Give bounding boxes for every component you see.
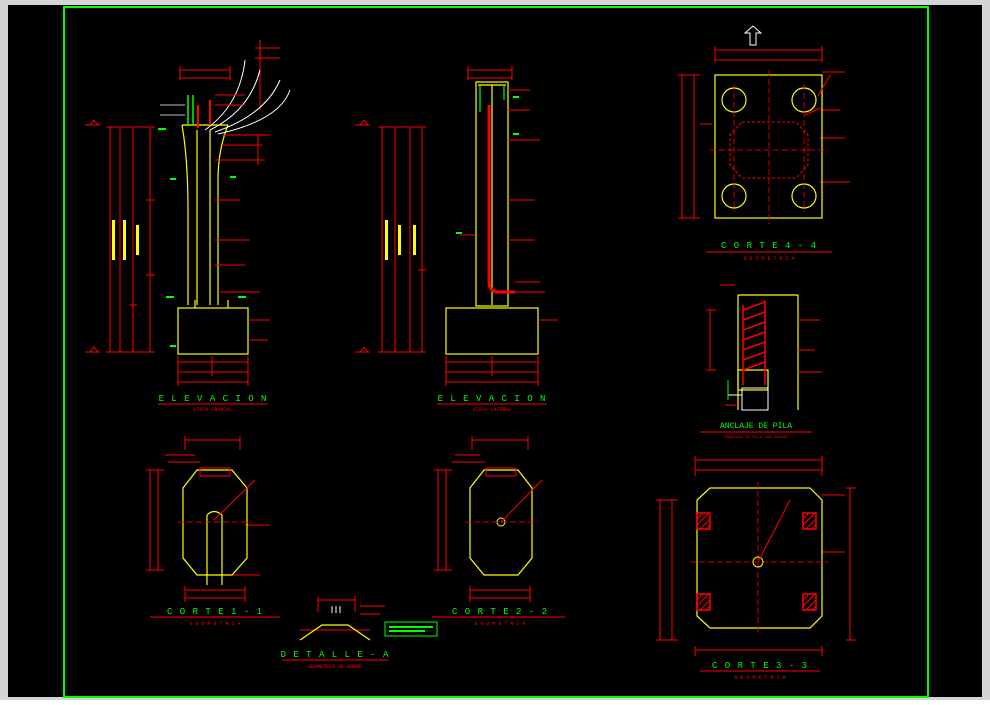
leader-lines: [160, 104, 185, 116]
vertical-dimensions: [378, 126, 426, 353]
callout-leader: [757, 499, 791, 563]
view-subtitle: G E O M E T R I A: [189, 621, 240, 627]
column-section: [469, 469, 533, 576]
footing: [177, 300, 249, 355]
level-symbols: [456, 96, 519, 234]
footing-dimensions: [177, 319, 270, 386]
rebar-marks: [331, 606, 341, 613]
level-symbols: [158, 128, 246, 347]
callout-leaders: [804, 74, 831, 116]
spiral-rebar: [742, 300, 766, 385]
view-subtitle: G E O M E T R I A: [734, 675, 785, 681]
rebar-top-green: [187, 95, 194, 125]
pier-column: [181, 124, 229, 305]
pier-column: [475, 81, 509, 307]
section-2-2-view: C O R T E 2 - 2 G E O M E T R I A: [432, 436, 565, 627]
north-arrow-icon: [743, 25, 763, 46]
pile-body: [737, 294, 799, 410]
view-title: C O R T E 1 - 1: [167, 607, 263, 617]
callouts-right: [460, 89, 545, 293]
hatch: [696, 512, 817, 611]
rebar-top-red: [197, 100, 211, 128]
corner-blocks: [696, 512, 817, 611]
view-subtitle: VISTA LATERAL: [472, 407, 511, 413]
view-title: ANCLAJE DE PILA: [720, 422, 792, 431]
rebar-top-green: [479, 85, 505, 112]
note-text: [389, 626, 433, 628]
column-section: [182, 469, 248, 576]
center-lines: [690, 482, 828, 634]
view-subtitle: G E O M E T R I A: [743, 256, 794, 262]
top-dimensions: [467, 66, 513, 80]
dimensions: [678, 46, 850, 219]
dimensions: [300, 596, 385, 631]
elevation-front-view: E L E V A C I O N VISTA FRONTAL: [85, 40, 291, 413]
dimensions: [706, 284, 822, 406]
level-markers-left: [85, 119, 100, 353]
view-title: D E T A L L E - A: [281, 650, 390, 660]
callout-leader: [213, 479, 256, 521]
top-dimensions: [179, 40, 280, 110]
center-mark: [752, 556, 764, 568]
column-outline: [729, 121, 809, 179]
view-subtitle: CONEXION DE PILA CON ZAPATA: [724, 436, 789, 440]
view-title: C O R T E 3 - 3: [712, 661, 808, 671]
pile-anchorage-view: ANCLAJE DE PILA CONEXION DE PILA CON ZAP…: [700, 284, 822, 440]
dimension-text: [112, 220, 139, 260]
footing-plan: [696, 487, 823, 629]
footing: [445, 307, 539, 355]
dimensions: [434, 436, 531, 602]
rebar-l-shape: [487, 105, 515, 294]
dimensions: [656, 456, 856, 656]
dimensions: [146, 436, 270, 602]
vertical-dimensions: [106, 126, 155, 353]
callout-leader: [500, 479, 543, 523]
drawing-frame: [63, 6, 929, 698]
view-subtitle: G E O M E T R I A: [474, 621, 525, 627]
view-title: C O R T E 2 - 2: [452, 607, 548, 617]
elevation-side-view: E L E V A C I O N VISTA LATERAL: [355, 66, 558, 413]
rebar-bundle: [199, 467, 231, 477]
level-markers-left: [355, 119, 370, 353]
section-3-3-view: C O R T E 3 - 3 G E O M E T R I A: [656, 456, 856, 681]
pile-base: [728, 387, 769, 411]
rebar-bundle: [485, 467, 517, 477]
note-text: [389, 630, 425, 632]
callouts-right: [215, 94, 270, 293]
note-box: [384, 621, 438, 637]
center-lines: [710, 70, 828, 224]
footing-dimensions: [445, 319, 558, 386]
detail-a-view: D E T A L L E - A GEOMETRIA DE BORDE: [281, 596, 438, 670]
dimension-text: [385, 220, 416, 260]
section-4-4-view: C O R T E 4 - 4 G E O M E T R I A: [678, 25, 850, 262]
view-title: E L E V A C I O N: [159, 394, 268, 404]
model-space-area: [8, 5, 982, 697]
view-title: C O R T E 4 - 4: [721, 241, 817, 251]
chamfer-edge: [299, 624, 371, 641]
section-1-1-view: C O R T E 1 - 1 G E O M E T R I A: [146, 436, 280, 627]
view-title: E L E V A C I O N: [438, 394, 547, 404]
view-subtitle: GEOMETRIA DE BORDE: [308, 664, 362, 670]
view-subtitle: VISTA FRONTAL: [193, 407, 232, 413]
